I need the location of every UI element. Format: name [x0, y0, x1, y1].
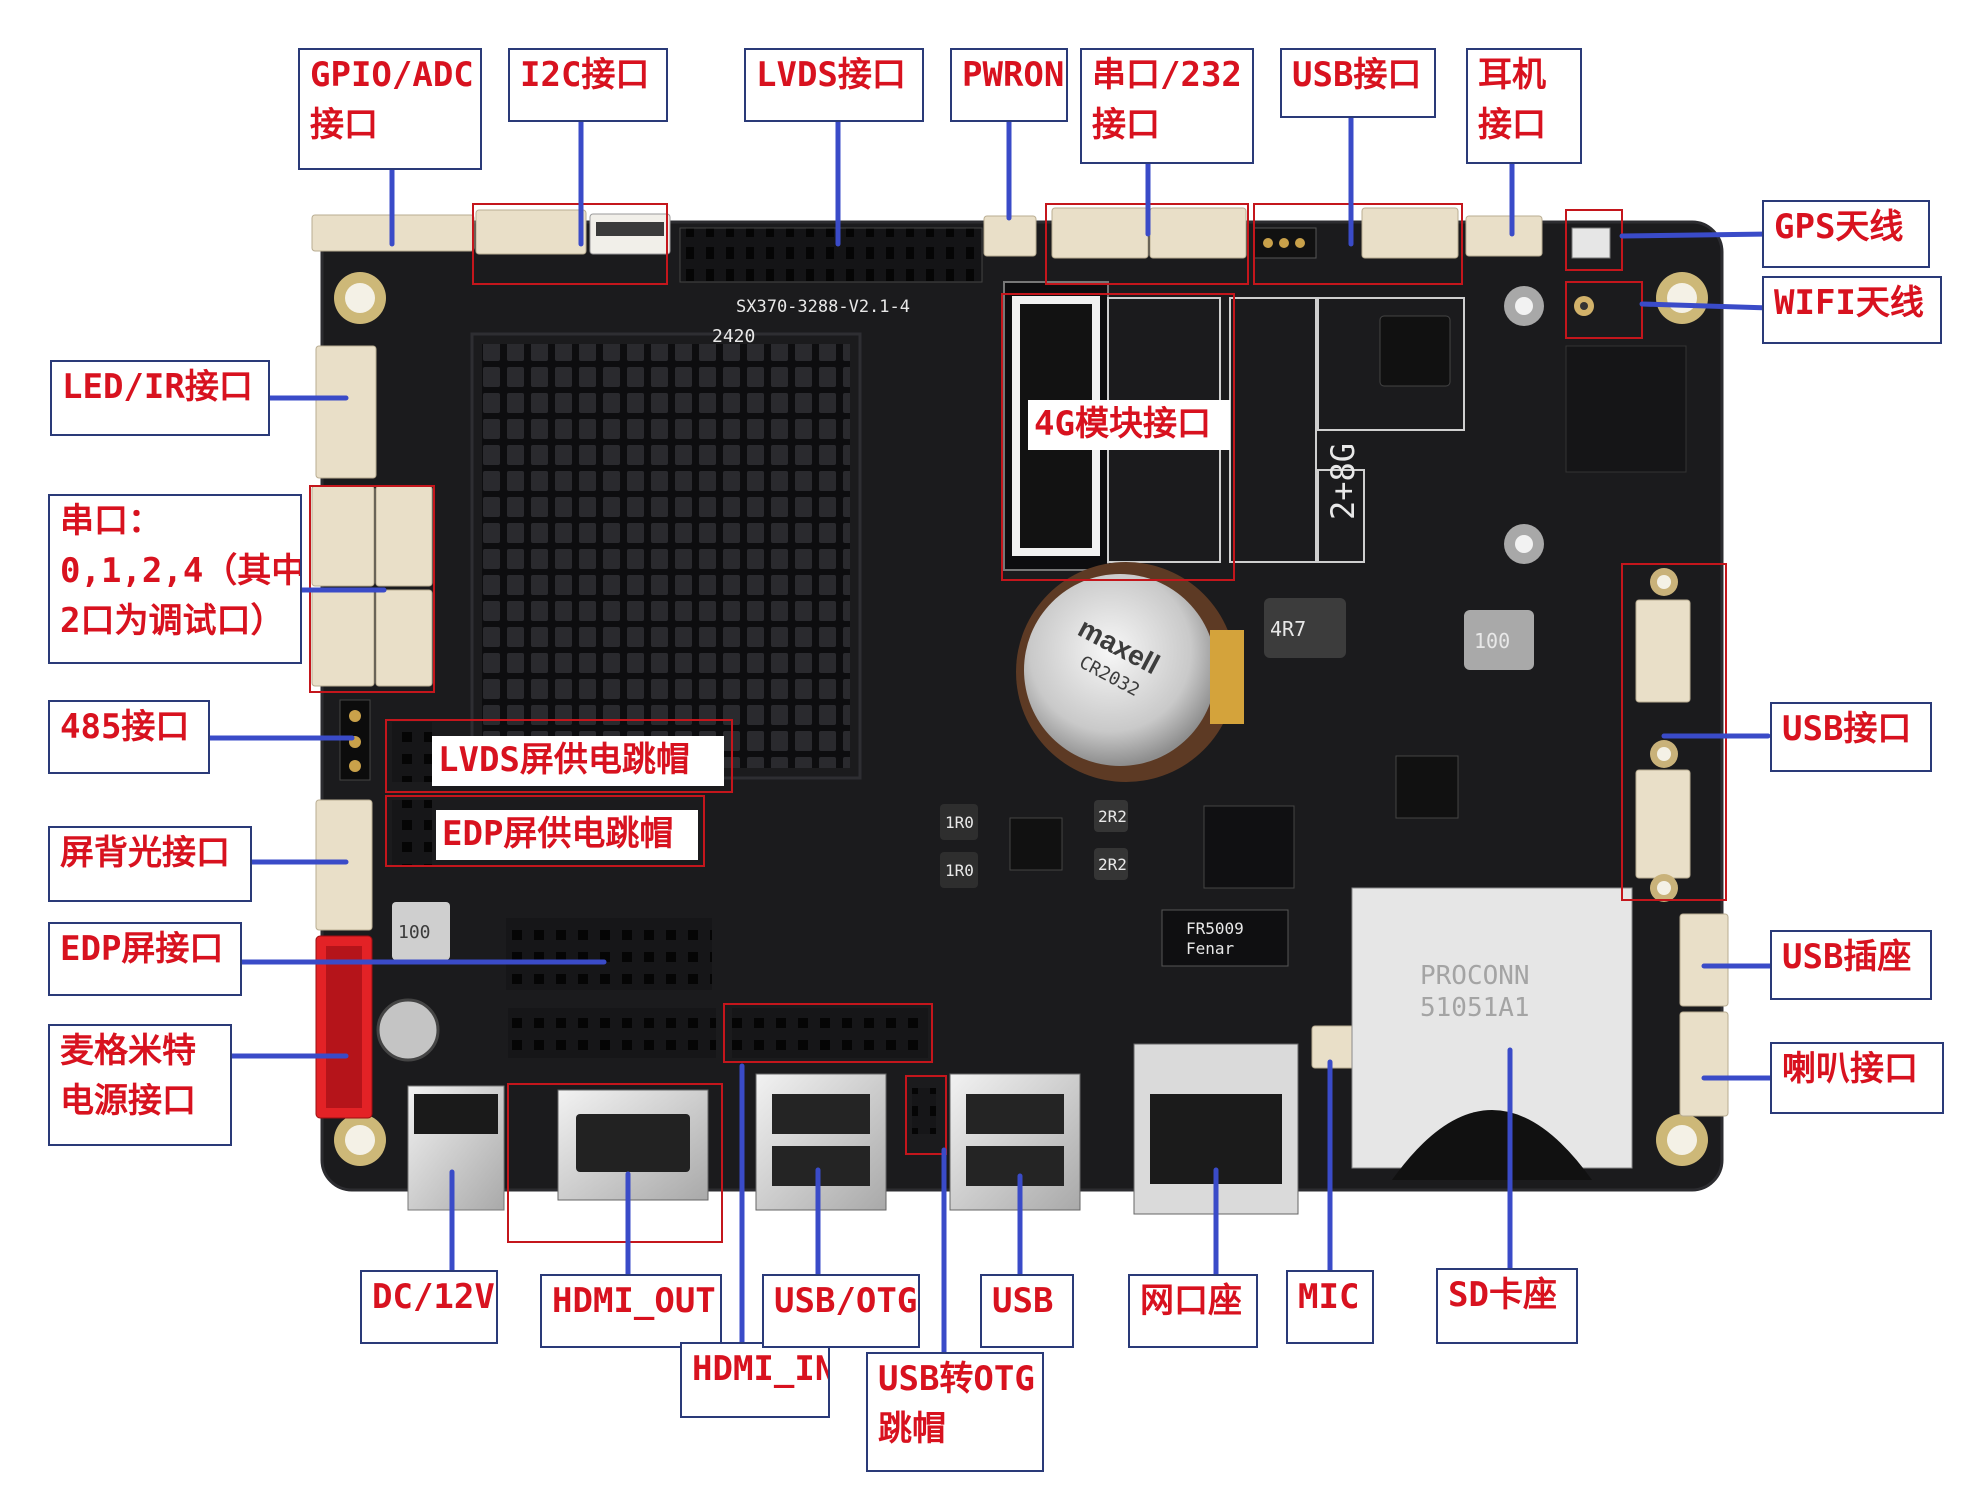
callout-line: 网口座: [1140, 1281, 1242, 1321]
inductor-label: 100: [1474, 629, 1510, 653]
callout-line: 串口/232: [1092, 55, 1242, 95]
callout-gps: GPS天线: [1762, 200, 1930, 268]
left-connectors: [311, 345, 440, 1119]
callout-micro-fit-power: 麦格米特 电源接口: [48, 1024, 232, 1146]
lan-chip-label-text: FR5009: [1186, 919, 1244, 938]
inductor-label: 2R2: [1098, 855, 1127, 874]
edp-header: [506, 918, 712, 990]
callout-line: EDP屏供电跳帽: [442, 814, 674, 854]
inductor-label: 4R7: [1270, 617, 1306, 641]
callout-line: HDMI_IN: [692, 1349, 830, 1389]
callout-sd-card: SD卡座: [1436, 1268, 1578, 1344]
callout-edp-screen: EDP屏接口: [48, 922, 242, 996]
callout-line: GPIO/ADC: [310, 55, 474, 95]
callout-rs485: 485接口: [48, 700, 210, 774]
callout-line: LVDS屏供电跳帽: [438, 740, 690, 780]
callout-line: 跳帽: [878, 1409, 946, 1449]
callout-line: LED/IR接口: [62, 367, 253, 407]
callout-mic: MIC: [1286, 1270, 1374, 1344]
inductor-label: 1R0: [945, 813, 974, 832]
callout-line: USB插座: [1782, 937, 1912, 977]
callout-headphone: 耳机 接口: [1466, 48, 1582, 164]
mounting-holes: [334, 272, 1708, 1166]
callout-usb-top: USB接口: [1280, 48, 1436, 118]
callout-line: USB接口: [1292, 55, 1422, 95]
right-connectors: [1635, 568, 1729, 1117]
callout-line: MIC: [1298, 1277, 1360, 1317]
callout-backlight: 屏背光接口: [48, 826, 252, 902]
coin-battery: [1016, 562, 1244, 782]
callout-4g-module: 4G模块接口: [1028, 400, 1230, 450]
callout-line: 485接口: [60, 707, 190, 747]
highlight-boxes: [309, 203, 1727, 1243]
callout-line: HDMI_OUT: [552, 1281, 716, 1321]
hdmi-in-header-2: [732, 1008, 928, 1058]
callout-line: 2口为调试口）: [60, 601, 285, 641]
hdmi-in-header: [508, 1008, 716, 1058]
callout-led-ir: LED/IR接口: [50, 360, 270, 436]
callout-usb-bottom: USB: [980, 1274, 1074, 1348]
callout-usb-otg-jumper: USB转OTG 跳帽: [866, 1352, 1044, 1472]
sd-socket-brand-text: PROCONN: [1420, 961, 1530, 991]
callout-line: 4G模块接口: [1034, 404, 1211, 444]
callout-line: USB接口: [1782, 709, 1912, 749]
callout-ethernet: 网口座: [1128, 1274, 1258, 1348]
callout-i2c: I2C接口: [508, 48, 668, 122]
inductor-label: 100: [398, 922, 431, 943]
callout-speaker: 喇叭接口: [1770, 1042, 1944, 1114]
callout-line: 接口: [1478, 105, 1546, 145]
callout-line: 耳机: [1478, 55, 1546, 95]
callout-line: SD卡座: [1448, 1275, 1557, 1315]
callout-line: 接口: [310, 105, 378, 145]
callout-line: DC/12V: [372, 1277, 495, 1317]
callout-line: 喇叭接口: [1782, 1049, 1918, 1089]
callout-usb-socket: USB插座: [1770, 930, 1932, 1000]
callout-line: USB/OTG: [774, 1281, 918, 1321]
callout-line: WIFI天线: [1774, 283, 1924, 323]
board-model-text: SX370-3288-V2.1-4: [736, 297, 910, 317]
otg-jumper-pins: [912, 1088, 936, 1134]
callout-pwron: PWRON: [950, 48, 1068, 122]
callout-line: 电源接口: [60, 1081, 196, 1121]
lan-chip-code-text: Fenar: [1186, 939, 1235, 958]
callout-line: EDP屏接口: [60, 929, 224, 969]
ram-label-text: 2+8G: [1324, 443, 1362, 520]
inductor-label: 1R0: [945, 861, 974, 880]
batch-text: 2420: [712, 326, 755, 347]
callout-hdmi-out: HDMI_OUT: [540, 1274, 722, 1348]
callout-line: PWRON: [962, 55, 1065, 95]
callout-line: GPS天线: [1774, 207, 1904, 247]
callout-edp-jumper: EDP屏供电跳帽: [436, 810, 698, 860]
sd-socket-model-text: 51051A1: [1420, 993, 1530, 1023]
callout-line: I2C接口: [520, 55, 650, 95]
callout-usb-otg: USB/OTG: [762, 1274, 920, 1348]
leader-lines: [207, 115, 1773, 1355]
callout-wifi: WIFI天线: [1762, 276, 1942, 344]
callout-lvds: LVDS接口: [744, 48, 924, 122]
callout-line: 麦格米特: [60, 1031, 196, 1071]
callout-line: 屏背光接口: [60, 833, 230, 873]
heatsink: [482, 344, 850, 768]
callout-line: USB转OTG: [878, 1359, 1035, 1399]
chips: [392, 315, 1687, 967]
callout-line: 串口：: [60, 501, 162, 541]
callout-dc12v: DC/12V: [360, 1270, 498, 1344]
inductor-label: 2R2: [1098, 807, 1127, 826]
callout-serial-ports: 串口： 0,1,2,4（其中 2口为调试口）: [48, 494, 302, 664]
callout-lvds-jumper: LVDS屏供电跳帽: [432, 736, 724, 786]
callout-line: 0,1,2,4（其中: [60, 551, 302, 591]
callout-line: 接口: [1092, 105, 1160, 145]
callout-line: USB: [992, 1281, 1054, 1321]
callout-usb-right: USB接口: [1770, 702, 1932, 772]
callout-hdmi-in: HDMI_IN: [680, 1342, 830, 1418]
callout-gpio-adc: GPIO/ADC 接口: [298, 48, 482, 170]
callout-serial-232: 串口/232 接口: [1080, 48, 1254, 164]
callout-line: LVDS接口: [756, 55, 906, 95]
